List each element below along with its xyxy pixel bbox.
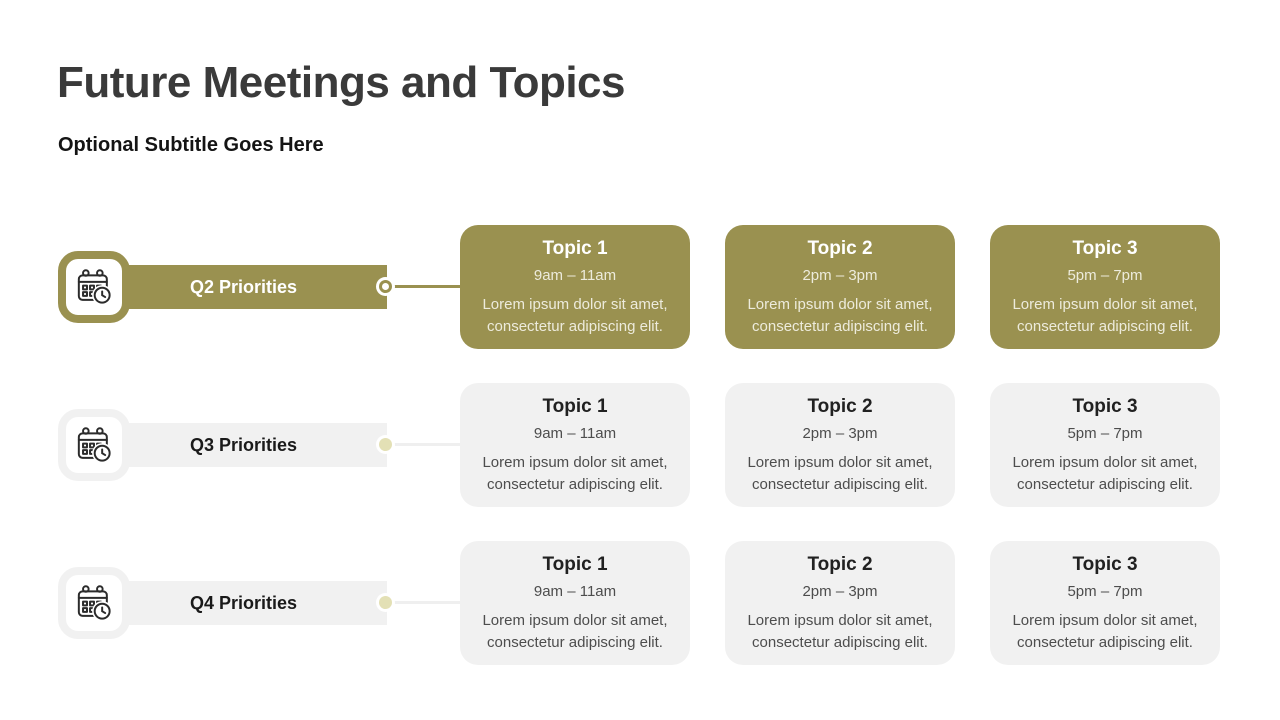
topic-time: 9am – 11am	[533, 583, 617, 600]
priority-label: Q3 Priorities	[189, 434, 298, 455]
topic-description: Lorem ipsum dolor sit amet, consectetur …	[747, 454, 933, 494]
topic-description: Lorem ipsum dolor sit amet, consectetur …	[1012, 454, 1198, 494]
topic-description: Lorem ipsum dolor sit amet, consectetur …	[482, 454, 668, 494]
topic-time: 5pm – 7pm	[1067, 267, 1143, 284]
priority-row-q3: Q3 Priorities Topic 1 9am – 11am Lorem i…	[0, 383, 1280, 507]
calendar-icon-badge	[58, 251, 130, 323]
calendar-clock-icon	[73, 424, 115, 466]
priority-label-bar: Q3 Priorities	[100, 423, 387, 467]
topic-card: Topic 2 2pm – 3pm Lorem ipsum dolor sit …	[725, 541, 955, 665]
connector-line	[386, 443, 460, 446]
topic-title: Topic 1	[542, 554, 608, 575]
connector-line	[386, 285, 460, 288]
topic-title: Topic 2	[807, 396, 873, 417]
topic-description: Lorem ipsum dolor sit amet, consectetur …	[747, 296, 933, 336]
topic-time: 9am – 11am	[533, 267, 617, 284]
topic-time: 2pm – 3pm	[802, 583, 878, 600]
topic-card: Topic 3 5pm – 7pm Lorem ipsum dolor sit …	[990, 225, 1220, 349]
topic-title: Topic 1	[542, 396, 608, 417]
topic-time: 2pm – 3pm	[802, 425, 878, 442]
topic-time: 9am – 11am	[533, 425, 617, 442]
calendar-clock-icon	[73, 266, 115, 308]
topic-title: Topic 3	[1072, 396, 1138, 417]
priority-label-bar: Q2 Priorities	[100, 265, 387, 309]
topic-card: Topic 1 9am – 11am Lorem ipsum dolor sit…	[460, 541, 690, 665]
topic-title: Topic 2	[807, 554, 873, 575]
topic-title: Topic 3	[1072, 554, 1138, 575]
topic-card: Topic 3 5pm – 7pm Lorem ipsum dolor sit …	[990, 383, 1220, 507]
slide-title: Future Meetings and Topics	[57, 58, 626, 107]
topic-time: 5pm – 7pm	[1067, 425, 1143, 442]
topic-title: Topic 2	[807, 238, 873, 259]
topic-time: 2pm – 3pm	[802, 267, 878, 284]
connector-dot	[379, 438, 392, 451]
topic-card: Topic 1 9am – 11am Lorem ipsum dolor sit…	[460, 383, 690, 507]
connector-dot	[379, 596, 392, 609]
topic-title: Topic 1	[542, 238, 608, 259]
topic-description: Lorem ipsum dolor sit amet, consectetur …	[747, 612, 933, 652]
connector-dot	[379, 280, 392, 293]
topic-description: Lorem ipsum dolor sit amet, consectetur …	[482, 612, 668, 652]
topic-card: Topic 2 2pm – 3pm Lorem ipsum dolor sit …	[725, 383, 955, 507]
calendar-icon-badge	[58, 567, 130, 639]
priority-label: Q4 Priorities	[189, 592, 298, 613]
topic-time: 5pm – 7pm	[1067, 583, 1143, 600]
calendar-clock-icon	[73, 582, 115, 624]
topic-description: Lorem ipsum dolor sit amet, consectetur …	[482, 296, 668, 336]
priority-label: Q2 Priorities	[189, 276, 298, 297]
priority-row-q4: Q4 Priorities Topic 1 9am – 11am Lorem i…	[0, 541, 1280, 665]
calendar-icon-badge	[58, 409, 130, 481]
topic-card: Topic 1 9am – 11am Lorem ipsum dolor sit…	[460, 225, 690, 349]
topic-description: Lorem ipsum dolor sit amet, consectetur …	[1012, 296, 1198, 336]
priority-label-bar: Q4 Priorities	[100, 581, 387, 625]
topic-title: Topic 3	[1072, 238, 1138, 259]
slide-subtitle: Optional Subtitle Goes Here	[58, 134, 324, 156]
connector-line	[386, 601, 460, 604]
priority-row-q2: Q2 Priorities Topic 1 9am – 11am Lorem i…	[0, 225, 1280, 349]
topic-description: Lorem ipsum dolor sit amet, consectetur …	[1012, 612, 1198, 652]
topic-card: Topic 2 2pm – 3pm Lorem ipsum dolor sit …	[725, 225, 955, 349]
topic-card: Topic 3 5pm – 7pm Lorem ipsum dolor sit …	[990, 541, 1220, 665]
